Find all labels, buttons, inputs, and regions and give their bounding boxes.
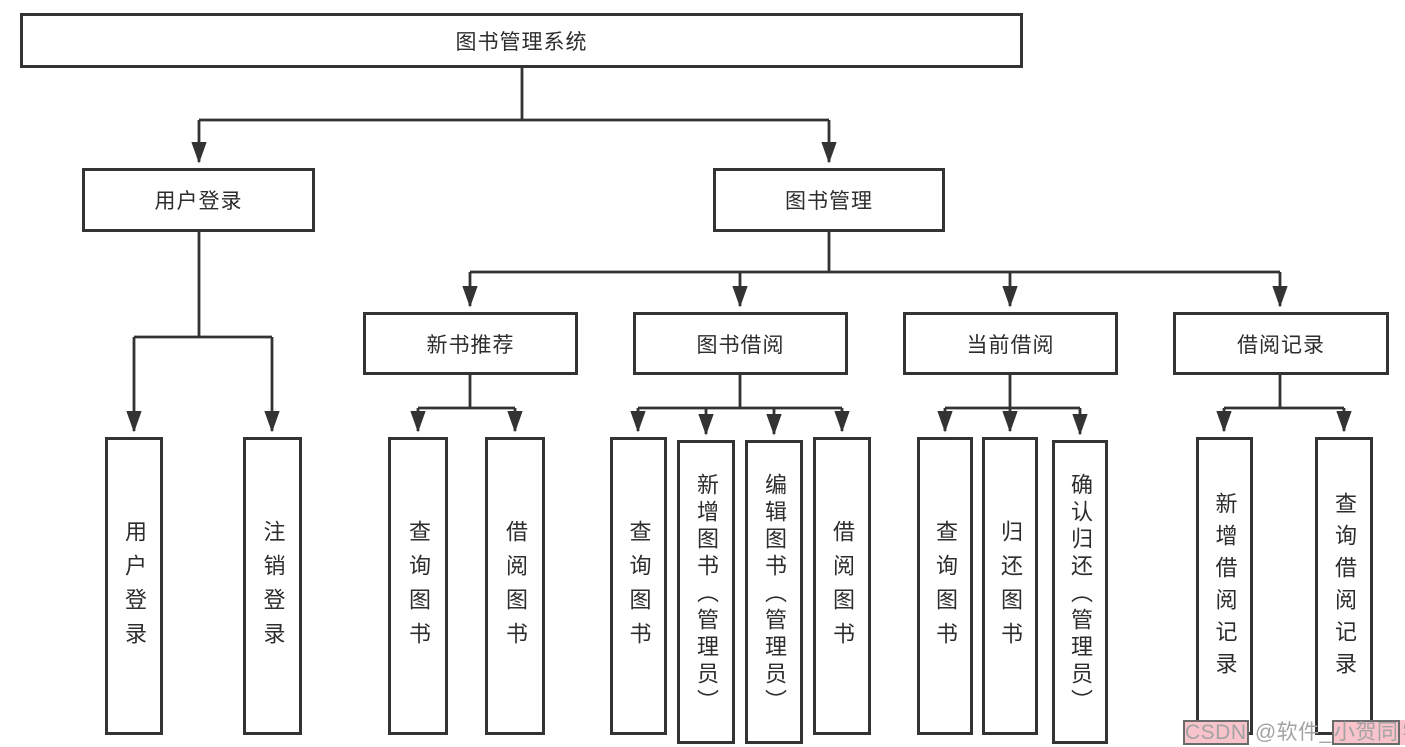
leaf-add-borrow-record: 新增借阅记录 (1196, 437, 1253, 735)
leaf-edit-book-admin: 编辑图书（管理员） (745, 440, 803, 744)
leaf-borrow-books-1: 借阅图书 (485, 437, 545, 735)
leaf-query-borrow-record: 查询借阅记录 (1315, 437, 1373, 735)
node-book-borrow: 图书借阅 (633, 312, 848, 375)
leaf-add-book-admin: 新增图书（管理员） (677, 440, 735, 744)
watermark-highlight-name: 小贺同 (1331, 720, 1401, 745)
node-borrow-records: 借阅记录 (1173, 312, 1389, 375)
leaf-confirm-return-admin: 确认归还（管理员） (1052, 440, 1108, 744)
watermark-highlight-csdn: CSDN (1183, 720, 1249, 745)
leaf-return-book: 归还图书 (982, 437, 1038, 735)
node-book-management-module: 图书管理 (713, 168, 945, 232)
node-user-login-module: 用户登录 (82, 168, 315, 232)
node-new-book-recommend: 新书推荐 (363, 312, 578, 375)
node-current-borrow: 当前借阅 (903, 312, 1118, 375)
watermark-handle: @软件_ (1248, 721, 1332, 744)
csdn-watermark: CSDN @软件_小贺同学 (1183, 716, 1405, 745)
watermark-name-tail: 学 (1400, 720, 1405, 745)
leaf-user-login: 用户登录 (105, 437, 163, 735)
leaf-logout: 注销登录 (243, 437, 302, 735)
leaf-borrow-books-2: 借阅图书 (813, 437, 871, 735)
leaf-query-books-2: 查询图书 (610, 437, 667, 735)
leaf-query-books-1: 查询图书 (388, 437, 448, 735)
node-book-management-system: 图书管理系统 (20, 13, 1023, 68)
leaf-query-books-3: 查询图书 (917, 437, 973, 735)
